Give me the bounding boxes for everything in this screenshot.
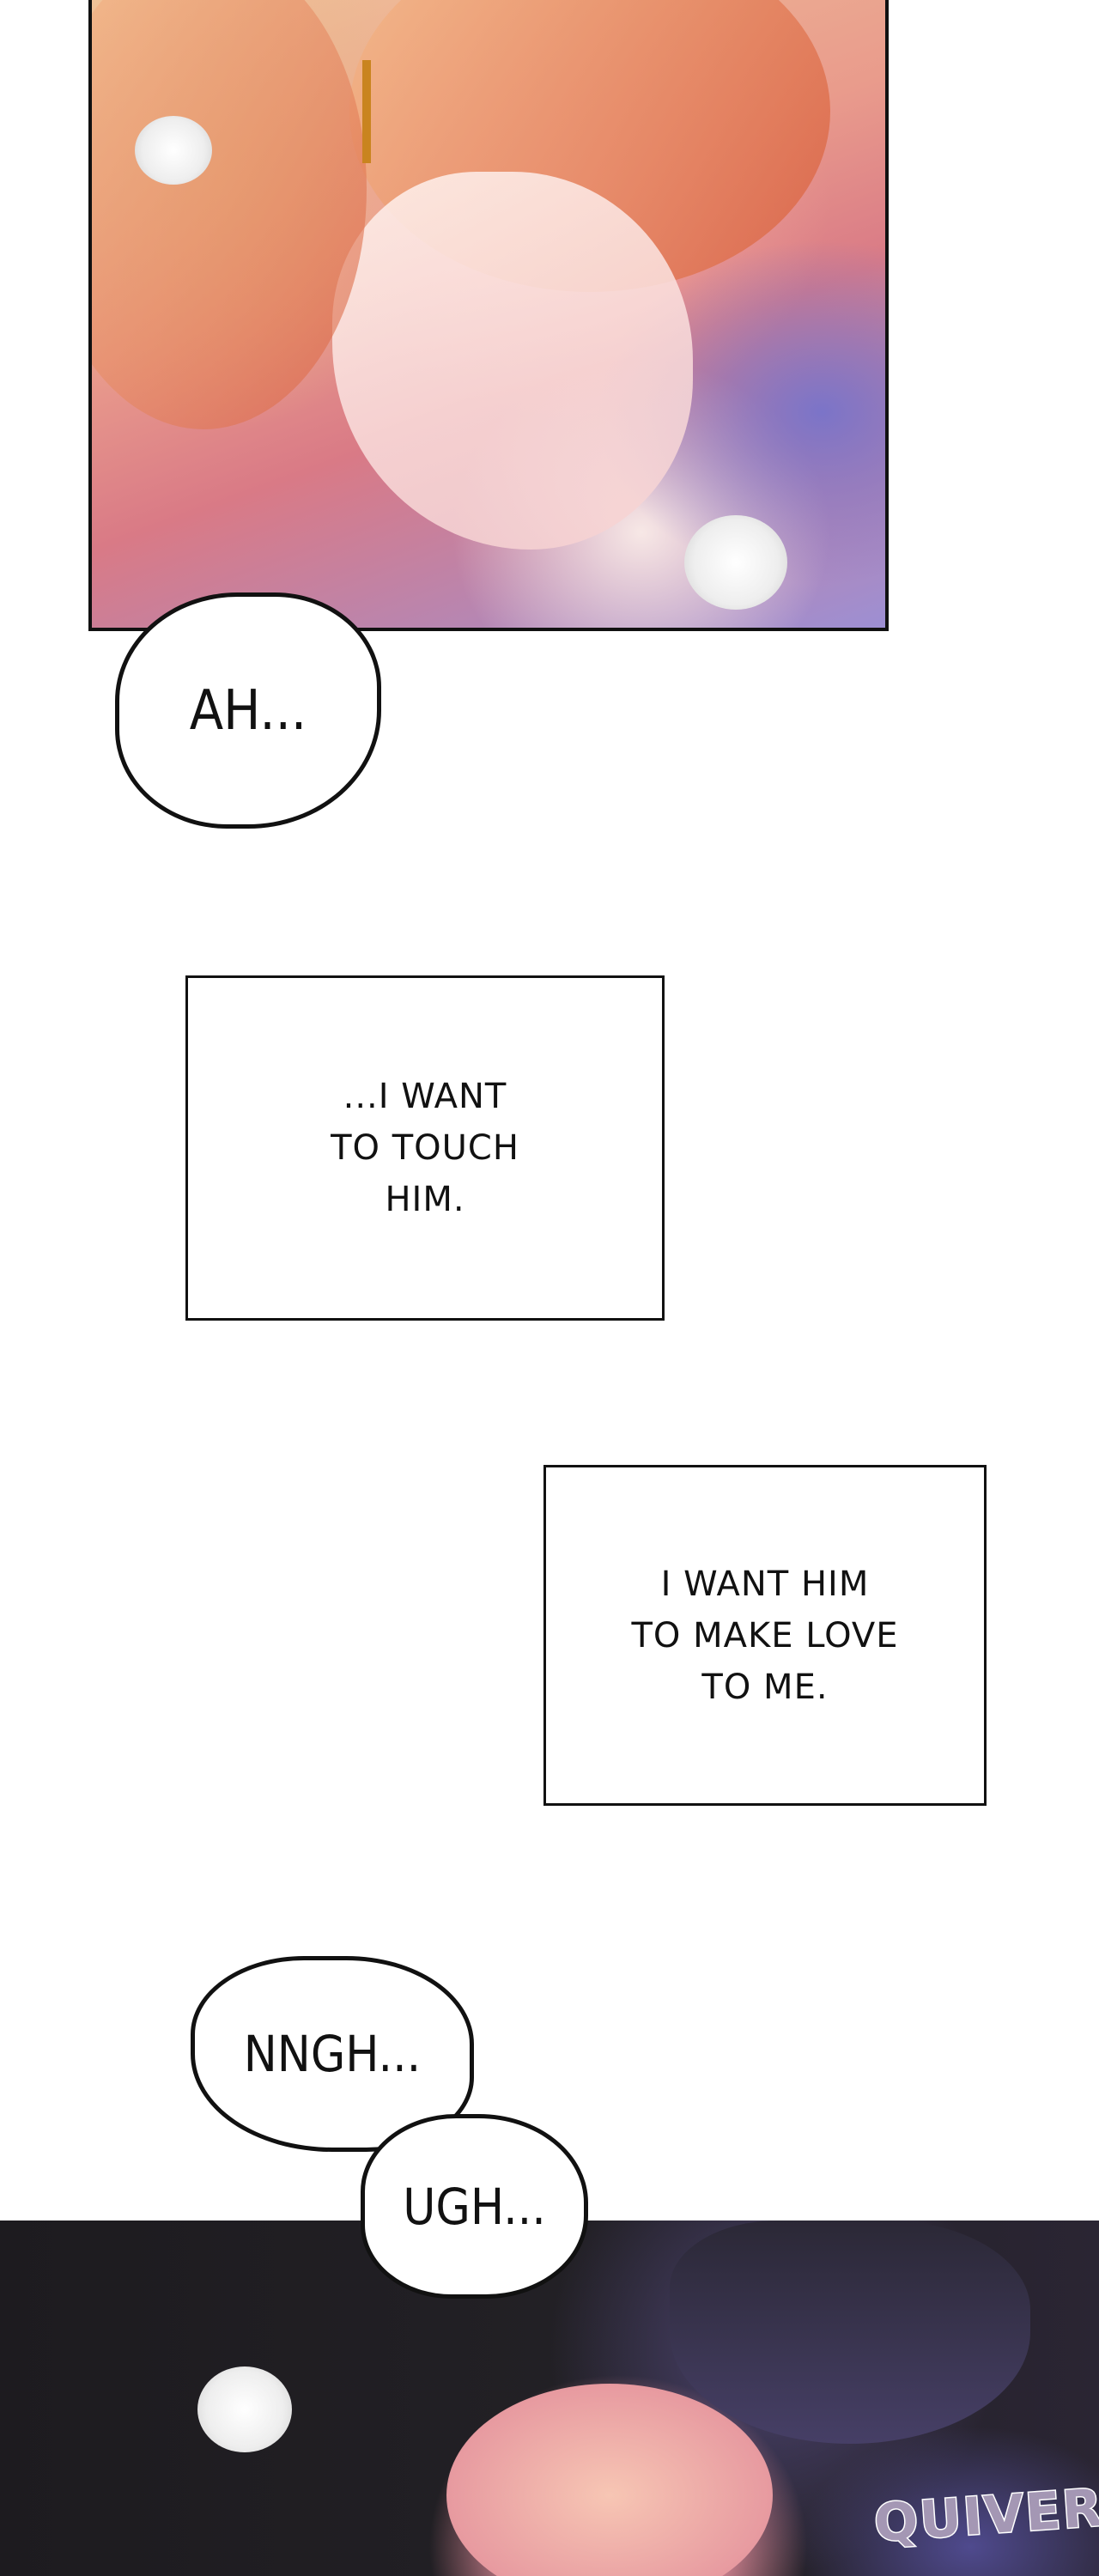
- face-shape: [332, 172, 693, 550]
- speech-bubble-nngh: NNGH...: [191, 1956, 474, 2152]
- speech-text: NNGH...: [243, 2025, 422, 2083]
- puff-effect: [684, 515, 787, 610]
- speech-text: UGH...: [403, 2177, 546, 2236]
- speech-text: AH...: [189, 678, 307, 743]
- earring: [362, 60, 371, 163]
- narration-line: HIM.: [385, 1180, 465, 1219]
- speech-bubble-ah: AH...: [115, 592, 381, 829]
- narration-line: I WANT HIM: [660, 1564, 870, 1604]
- hair-shape: [446, 2384, 773, 2576]
- dark-figure-shape: [670, 2221, 1030, 2444]
- narration-box-2: I WANT HIM TO MAKE LOVE TO ME.: [543, 1465, 987, 1806]
- puff-effect: [135, 116, 212, 185]
- bottom-comic-panel: [0, 2221, 1099, 2576]
- hair-left-shape: [92, 0, 367, 429]
- narration-line: TO TOUCH: [331, 1128, 519, 1168]
- narration-line: TO MAKE LOVE: [631, 1615, 899, 1656]
- speech-bubble-ugh: UGH...: [361, 2114, 588, 2299]
- top-comic-panel: [88, 0, 889, 631]
- narration-line: ...I WANT: [343, 1077, 507, 1116]
- puff-effect: [197, 2366, 292, 2452]
- narration-line: TO ME.: [701, 1667, 829, 1707]
- narration-box-1: ...I WANT TO TOUCH HIM.: [185, 975, 665, 1321]
